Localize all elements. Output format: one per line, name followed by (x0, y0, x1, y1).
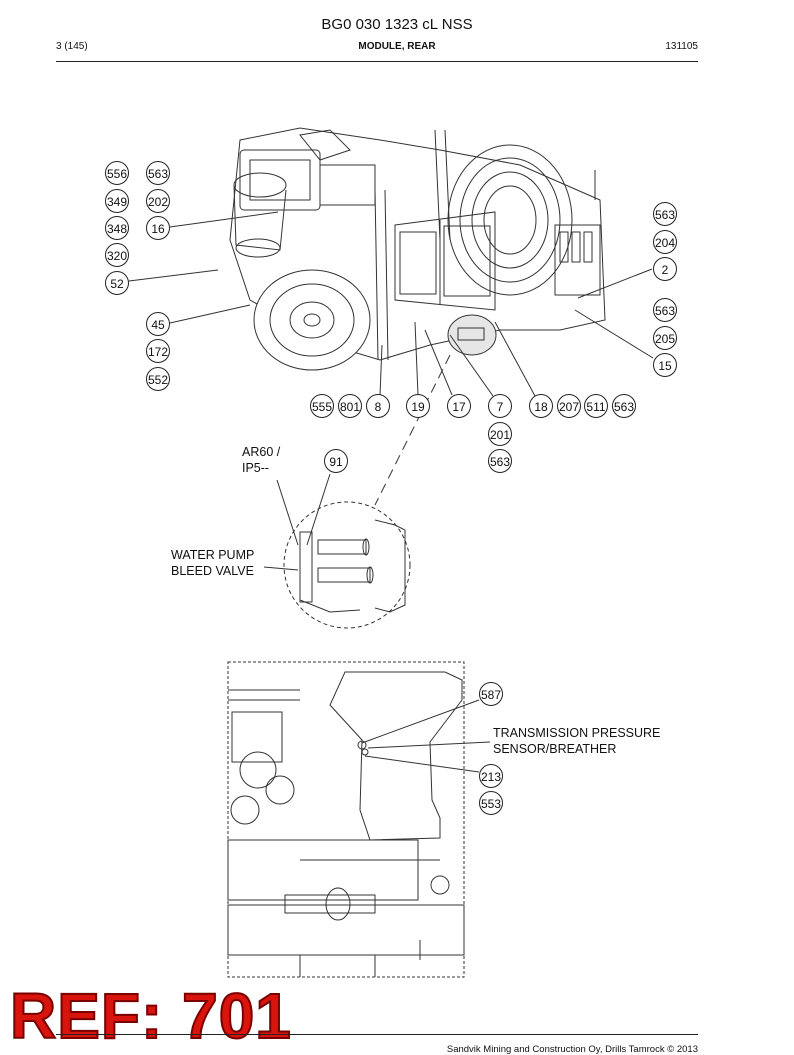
note-transmission: TRANSMISSION PRESSURE SENSOR/BREATHER (493, 725, 660, 757)
note-transmission-line2: SENSOR/BREATHER (493, 742, 617, 756)
callout-556: 556 (105, 161, 129, 185)
callout-205: 205 (653, 326, 677, 350)
reference-stamp: REF: 701 (9, 980, 292, 1052)
callout-555: 555 (310, 394, 334, 418)
note-ar60-line2: IP5-- (242, 461, 270, 475)
note-water-pump: WATER PUMP BLEED VALVE (171, 547, 254, 579)
callout-511: 511 (584, 394, 608, 418)
callout-8: 8 (366, 394, 390, 418)
callout-19: 19 (406, 394, 430, 418)
callout-52: 52 (105, 271, 129, 295)
note-water-pump-line1: WATER PUMP (171, 548, 255, 562)
note-water-pump-line2: BLEED VALVE (171, 564, 254, 578)
water-pump-detail (283, 501, 411, 629)
callout-563: 563 (612, 394, 636, 418)
transmission-detail (227, 661, 465, 978)
callout-204: 204 (653, 230, 677, 254)
section-title: MODULE, REAR (358, 41, 436, 52)
callout-587: 587 (479, 682, 503, 706)
callout-15: 15 (653, 353, 677, 377)
callout-7: 7 (488, 394, 512, 418)
callout-349: 349 (105, 189, 129, 213)
callout-17: 17 (447, 394, 471, 418)
rear-module-illustration (229, 127, 606, 371)
footer-rule (56, 1034, 698, 1035)
callout-91: 91 (324, 449, 348, 473)
callout-552: 552 (146, 367, 170, 391)
callout-348: 348 (105, 216, 129, 240)
callout-563: 563 (488, 449, 512, 473)
document-title: BG0 030 1323 cL NSS (321, 16, 473, 33)
callout-320: 320 (105, 243, 129, 267)
callout-172: 172 (146, 339, 170, 363)
document-number: 131105 (665, 41, 698, 52)
page-number: 3 (145) (56, 41, 88, 52)
note-ar60: AR60 / IP5-- (242, 444, 280, 476)
callout-18: 18 (529, 394, 553, 418)
callout-801: 801 (338, 394, 362, 418)
callout-2: 2 (653, 257, 677, 281)
callout-16: 16 (146, 216, 170, 240)
callout-201: 201 (488, 422, 512, 446)
callout-563: 563 (653, 298, 677, 322)
callout-207: 207 (557, 394, 581, 418)
note-ar60-line1: AR60 / (242, 445, 281, 459)
callout-553: 553 (479, 791, 503, 815)
callout-563: 563 (653, 202, 677, 226)
footer-copyright: Sandvik Mining and Construction Oy, Dril… (446, 1044, 698, 1055)
callout-45: 45 (146, 312, 170, 336)
callout-213: 213 (479, 764, 503, 788)
callout-563: 563 (146, 161, 170, 185)
callout-202: 202 (146, 189, 170, 213)
header-rule (56, 61, 698, 62)
note-transmission-line1: TRANSMISSION PRESSURE (493, 726, 661, 740)
